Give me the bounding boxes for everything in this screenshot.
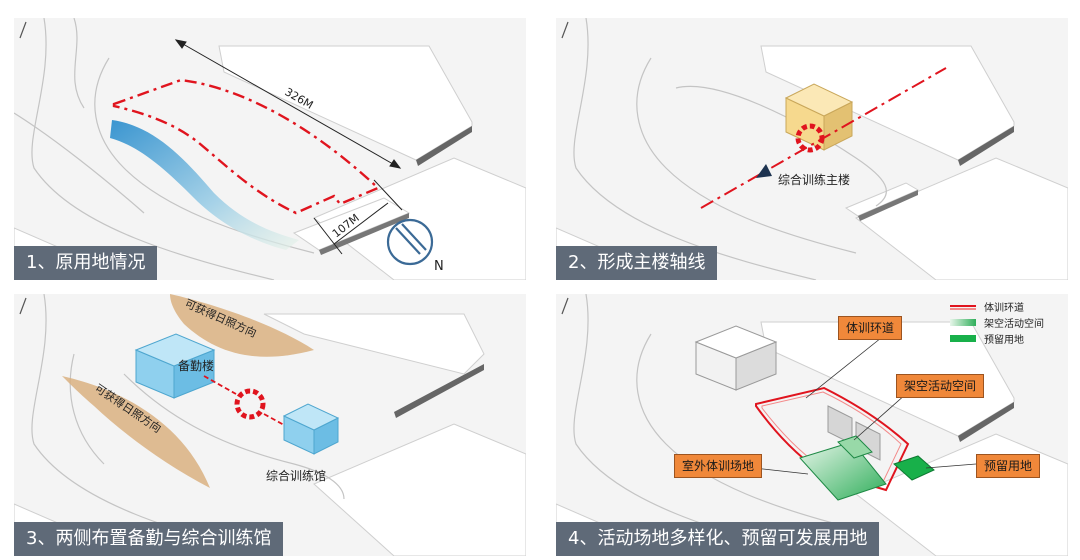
slash-mark <box>19 297 27 315</box>
compass-icon <box>386 218 434 266</box>
water-strip <box>110 120 299 250</box>
panel-activity-venues: 体训环道 架空活动空间 室外体训场地 预留用地 体训环道 架空活动空间 预留用地… <box>556 294 1068 556</box>
legend: 体训环道 架空活动空间 预留用地 <box>950 298 1044 346</box>
elevated-space <box>837 435 873 459</box>
duty-building-label: 备勤楼 <box>178 358 214 373</box>
panel-caption: 1、原用地情况 <box>14 246 158 280</box>
block-shadow <box>958 126 1014 166</box>
site-diagram-3: 可获得日照方向 可获得日照方向 备勤楼 综合训练馆 <box>14 294 526 556</box>
block-shadow <box>958 402 1014 442</box>
legend-label: 架空活动空间 <box>984 318 1044 330</box>
callout-outdoor-field: 室外体训场地 <box>674 454 763 478</box>
site-boundary <box>112 78 381 215</box>
direction-arrows <box>203 375 305 437</box>
main-building <box>784 83 854 151</box>
compass-label: N <box>434 259 444 274</box>
block-shadow <box>416 126 472 166</box>
legend-item-elevated: 架空活动空间 <box>950 314 1044 330</box>
slash-mark <box>561 21 569 39</box>
reserved-land <box>893 455 935 481</box>
site-diagram-2: 综合训练主楼 <box>556 18 1068 280</box>
legend-label: 体训环道 <box>984 302 1024 314</box>
sunlight-band-upper <box>170 294 314 357</box>
legend-item-loop: 体训环道 <box>950 298 1044 314</box>
callout-training-loop: 体训环道 <box>838 316 903 340</box>
panel-side-buildings: 可获得日照方向 可获得日照方向 备勤楼 综合训练馆 3、两侧布置备勤与综合训练馆 <box>14 294 526 556</box>
block-shadow <box>394 364 484 418</box>
dimension-107 <box>313 179 403 255</box>
duty-building <box>134 333 216 399</box>
callout-reserved-land: 预留用地 <box>976 454 1041 478</box>
panel-original-site: 326M 107M N 1、原用地情况 <box>14 18 526 280</box>
context-blocks <box>556 321 1068 556</box>
outdoor-field <box>799 441 887 501</box>
callout-elevated-space: 架空活动空间 <box>896 374 985 398</box>
training-hall-label: 综合训练馆 <box>266 468 326 483</box>
slash-mark <box>561 297 569 315</box>
dimension-326 <box>174 39 402 169</box>
main-building-label: 综合训练主楼 <box>778 172 850 187</box>
panel-main-axis: 综合训练主楼 2、形成主楼轴线 <box>556 18 1068 280</box>
panel-caption: 4、活动场地多样化、预留可发展用地 <box>556 522 880 556</box>
sunlight-band-lower <box>62 376 210 488</box>
legend-item-reserved: 预留用地 <box>950 330 1044 346</box>
existing-buildings <box>694 325 881 461</box>
slash-mark <box>19 21 27 39</box>
axis-arrow-icon <box>756 164 772 178</box>
context-blocks <box>556 45 1068 280</box>
legend-label: 预留用地 <box>984 334 1024 346</box>
training-hall <box>282 403 340 455</box>
callout-leaders <box>735 333 977 475</box>
focus-ring <box>234 388 266 420</box>
block-shadow <box>319 213 409 255</box>
site-diagram-1: 326M 107M N <box>14 18 526 280</box>
block-shadow <box>858 190 918 221</box>
panel-caption: 2、形成主楼轴线 <box>556 246 718 280</box>
panel-caption: 3、两侧布置备勤与综合训练馆 <box>14 522 284 556</box>
focus-ring <box>795 123 825 153</box>
